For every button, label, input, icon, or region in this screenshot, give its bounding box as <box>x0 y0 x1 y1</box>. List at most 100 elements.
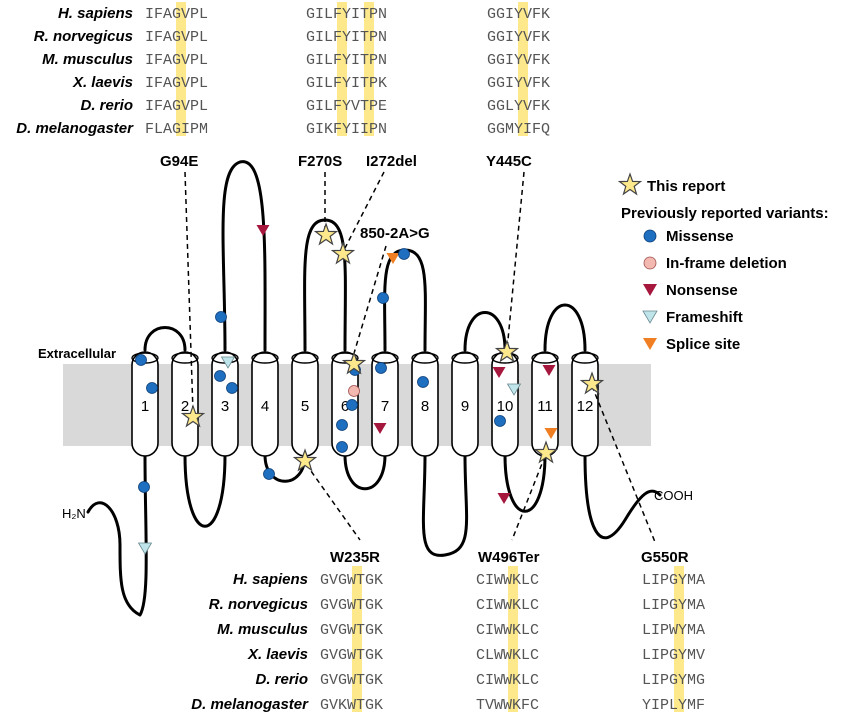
helix-number: 6 <box>341 398 349 415</box>
sequence-row: LIPWYMA <box>642 622 705 639</box>
missense-marker <box>135 354 147 366</box>
missense-marker <box>263 468 275 480</box>
loop-7-8 <box>383 248 427 352</box>
sequence-row: GVGWTGK <box>320 597 383 614</box>
helix-number: 2 <box>181 398 189 415</box>
legend-frameshift: Frameshift <box>666 309 743 326</box>
red-triangle-icon <box>643 284 657 296</box>
loop-1-2 <box>143 326 187 352</box>
sequence-row: IFAGVPL <box>145 52 208 69</box>
nonsense-marker <box>256 225 270 236</box>
helix-number: 9 <box>461 398 469 415</box>
orange-triangle-icon <box>643 338 657 350</box>
missense-marker <box>494 415 506 427</box>
sequence-row: GVGWTGK <box>320 672 383 689</box>
highlight-bottom-w496 <box>508 566 518 712</box>
c-terminal-tail <box>583 453 662 540</box>
top-block-g94: IFAGVPL IFAGVPL IFAGVPL IFAGVPL IFAGVPL … <box>145 6 208 138</box>
helix-number: 11 <box>537 398 553 415</box>
sequence-row: LIPGYMA <box>642 572 705 589</box>
sequence-row: IFAGVPL <box>145 6 208 23</box>
missense-marker <box>336 419 348 431</box>
sequence-row: IFAGVPL <box>145 98 208 115</box>
species-label: H. sapiens <box>58 5 133 22</box>
missense-marker <box>214 370 226 382</box>
legend-splice-site: Splice site <box>666 336 740 353</box>
missense-marker <box>375 362 387 374</box>
species-label: R. norvegicus <box>209 596 308 613</box>
legend-this-report: This report <box>647 178 725 195</box>
species-label: M. musculus <box>217 621 308 638</box>
species-label: D. melanogaster <box>191 696 309 712</box>
helix-number: 5 <box>301 398 309 415</box>
mutation-label-g94e: G94E <box>160 153 198 170</box>
top-block-f270: GILFYITPN GILFYITPN GILFYITPN GILFYITPK … <box>306 6 387 138</box>
missense-marker <box>346 399 358 411</box>
helix-8: 8 <box>411 351 439 457</box>
loop-2-3 <box>183 453 227 528</box>
n-terminus-label: H₂N <box>62 506 86 521</box>
helix-5: 5 <box>291 351 319 457</box>
sequence-row: GILFYITPN <box>306 6 387 23</box>
missense-marker <box>215 311 227 323</box>
helix-number: 12 <box>577 398 594 415</box>
sequence-row: LIPGYMV <box>642 647 705 664</box>
highlight-bottom-w235 <box>352 566 362 712</box>
blue-circle-icon <box>643 229 657 243</box>
in-frame-deletion-marker <box>348 385 360 397</box>
leader-lines <box>184 171 656 543</box>
light-blue-triangle-icon <box>642 310 658 324</box>
highlight-top-y445 <box>518 2 528 136</box>
missense-marker <box>398 248 410 260</box>
top-species-list: H. sapiens R. norvegicus M. musculus X. … <box>16 5 134 137</box>
sequence-row: CIWWKLC <box>476 597 539 614</box>
sequence-row: GILFYITPN <box>306 52 387 69</box>
helix-4: 4 <box>251 351 279 457</box>
species-label: H. sapiens <box>233 571 308 588</box>
top-block-y445: GGIYVFK GGIYVFK GGIYVFK GGIYVFK GGLYVFK … <box>487 6 550 138</box>
helix-number: 4 <box>261 398 269 415</box>
helix-number: 8 <box>421 398 429 415</box>
sequence-row: GVKWTGK <box>320 697 383 712</box>
frameshift-marker <box>138 542 152 555</box>
sequence-row: IFAGVPL <box>145 75 208 92</box>
species-label: R. norvegicus <box>34 28 133 45</box>
helix-number: 3 <box>221 398 229 415</box>
legend-previously-reported: Previously reported variants: <box>621 205 829 222</box>
bottom-block-g550: LIPGYMA LIPGYMA LIPWYMA LIPGYMV LIPGYMG … <box>642 572 705 712</box>
leader-y445c <box>506 171 525 351</box>
mutation-label-w496ter: W496Ter <box>478 549 540 566</box>
sequence-row: GGIYVFK <box>487 6 550 23</box>
species-label: X. laevis <box>247 646 308 663</box>
leader-g94e <box>184 171 194 413</box>
sequence-row: CLWWKLC <box>476 647 539 664</box>
species-label: D. rerio <box>255 671 308 688</box>
sequence-row: GVGWTGK <box>320 572 383 589</box>
bottom-species-list: H. sapiens R. norvegicus M. musculus X. … <box>191 571 309 712</box>
sequence-row: IFAGVPL <box>145 29 208 46</box>
helix-1: 1 <box>131 351 159 457</box>
leader-g550r <box>591 385 656 543</box>
helix-9: 9 <box>451 351 479 457</box>
sequence-row: GILFYITPK <box>306 75 387 92</box>
legend-missense: Missense <box>666 228 734 245</box>
missense-marker <box>226 382 238 394</box>
sequence-row: GGIYVFK <box>487 29 550 46</box>
sequence-row: YIPLYMF <box>642 697 705 712</box>
sequence-row: GGLYVFK <box>487 98 550 115</box>
star-i272del <box>331 242 355 264</box>
helix-12: 12 <box>571 351 599 457</box>
legend-in-frame-deletion: In-frame deletion <box>666 255 787 272</box>
legend-nonsense: Nonsense <box>666 282 738 299</box>
missense-marker <box>417 376 429 388</box>
missense-marker <box>336 441 348 453</box>
sequence-row: GIKFYIIPN <box>306 121 387 138</box>
c-terminus-label: COOH <box>654 488 693 503</box>
loop-8-9 <box>421 453 469 557</box>
loop-9-10 <box>463 311 507 352</box>
helix-3: 3 <box>211 351 239 457</box>
bottom-block-w496: CIWWKLC CIWWKLC CIWWKLC CLWWKLC CIWWKLC … <box>476 572 539 712</box>
leader-splice <box>351 245 387 361</box>
mutation-label-i272del: I272del <box>366 153 417 170</box>
helix-number: 1 <box>141 398 149 415</box>
